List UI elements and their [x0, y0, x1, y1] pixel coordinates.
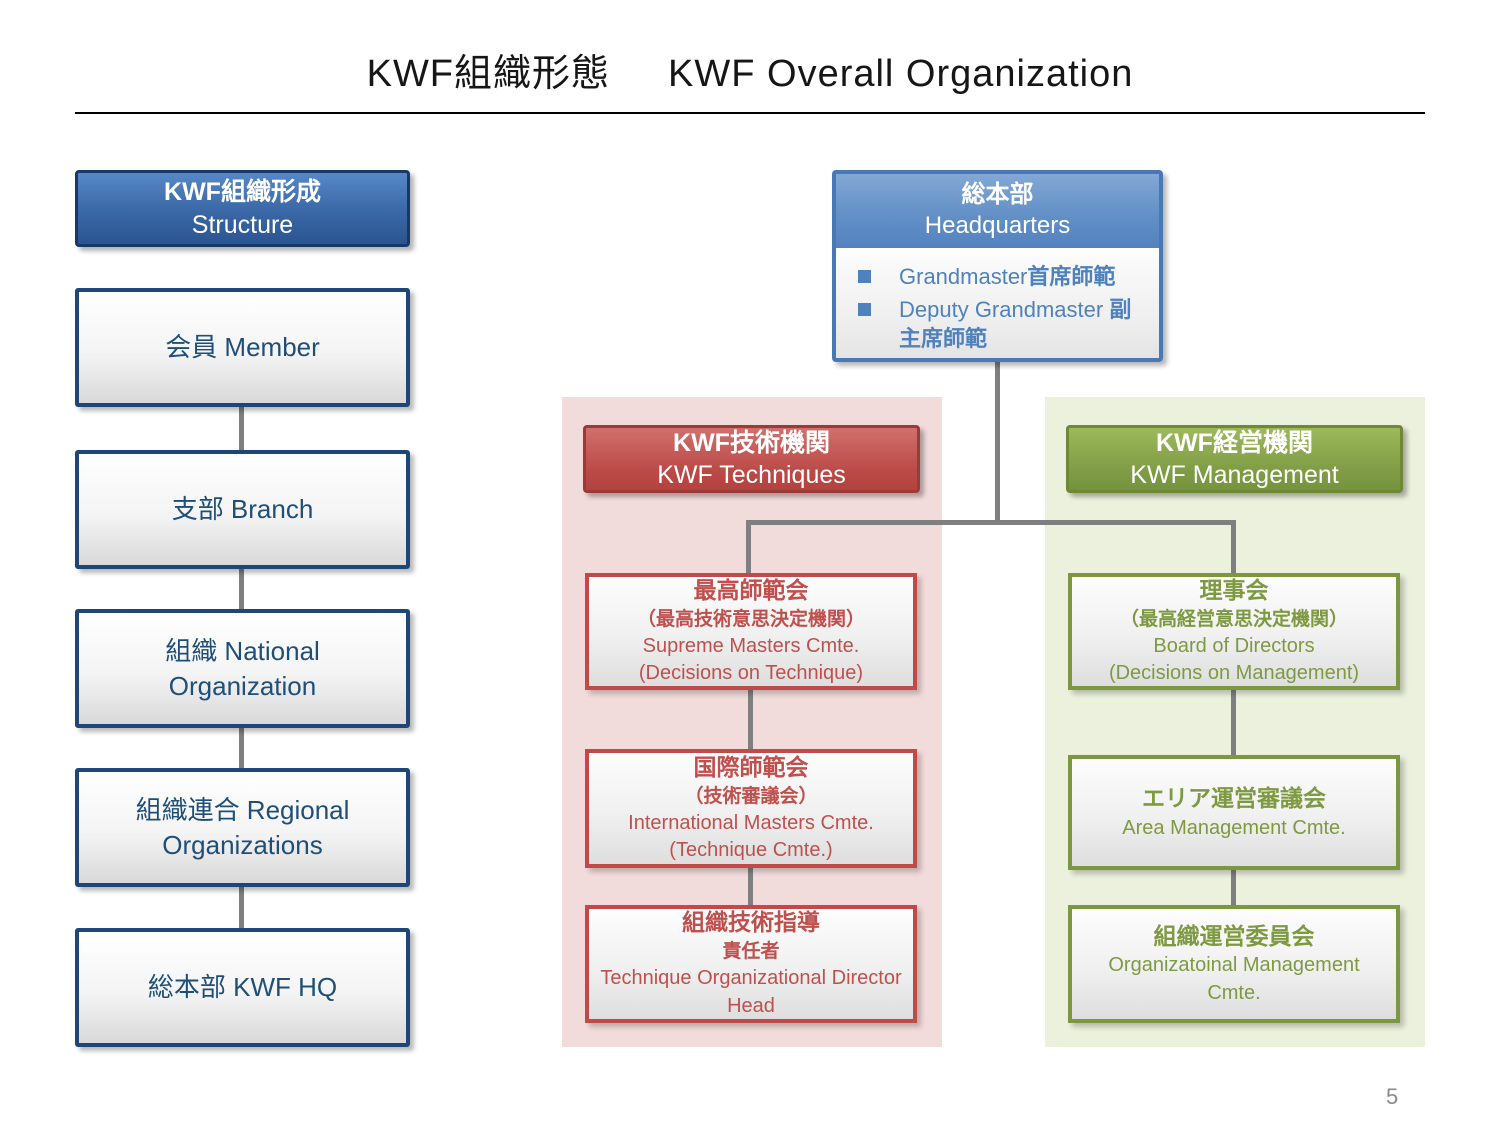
structure-header-jp: KWF組織形成 [164, 178, 321, 206]
headquarters-bullet-grandmaster: Grandmaster首席師範 [858, 262, 1149, 291]
slide-title: KWF組織形態 KWF Overall Organization [0, 42, 1500, 97]
supreme-masters-jp1: 最高師範会 [693, 576, 809, 603]
connector-hq-down [995, 360, 1000, 525]
supreme-masters-en1: Supreme Masters Cmte. [642, 634, 860, 657]
connector-drop-management [1231, 520, 1236, 575]
headquarters-bullet-deputy-grandmaster: Deputy Grandmaster 副主席師範 [858, 295, 1149, 353]
techniques-box-organizational-director: 組織技術指導 責任者 Technique Organizational Dire… [585, 905, 917, 1023]
connector-techniques-2-3 [748, 866, 753, 907]
techniques-box-supreme-masters: 最高師範会 （最高技術意思決定機関） Supreme Masters Cmte.… [585, 573, 917, 690]
management-box-organizational-management: 組織運営委員会 Organizatoinal Management Cmte. [1068, 905, 1400, 1023]
bullet-deputy-en: Deputy Grandmaster [899, 297, 1110, 323]
area-management-en1: Area Management Cmte. [1122, 816, 1346, 839]
connector-management-2-3 [1231, 868, 1236, 907]
headquarters-box: 総本部 Headquarters Grandmaster首席師範 Deputy … [832, 170, 1163, 362]
techniques-header-box: KWF技術機関 KWF Techniques [583, 425, 920, 493]
headquarters-title-en: Headquarters [924, 212, 1071, 240]
bullet-deputy-jp: 副主席師範 [899, 297, 1132, 352]
management-header-box: KWF経営機関 KWF Management [1066, 425, 1403, 493]
page-number: 5 [1386, 1084, 1399, 1109]
board-of-directors-jp1: 理事会 [1199, 576, 1269, 603]
connector-techniques-1-2 [748, 688, 753, 750]
headquarters-body: Grandmaster首席師範 Deputy Grandmaster 副主席師範 [836, 248, 1159, 358]
bullet-grandmaster-en: Grandmaster [899, 264, 1028, 290]
supreme-masters-jp2: （最高技術意思決定機関） [636, 608, 865, 630]
slide-title-en: KWF Overall Organization [668, 53, 1134, 95]
organizational-director-jp1: 組織技術指導 [682, 909, 820, 936]
management-box-area-management: エリア運営審議会 Area Management Cmte. [1068, 755, 1400, 870]
structure-box-member-label: 会員 Member [165, 332, 320, 363]
techniques-header-jp: KWF技術機関 [673, 428, 830, 457]
structure-header-box: KWF組織形成 Structure [75, 170, 410, 247]
structure-box-regional-organizations: 組織連合 Regional Organizations [75, 768, 410, 887]
headquarters-header: 総本部 Headquarters [836, 174, 1159, 249]
management-header-en: KWF Management [1130, 461, 1339, 489]
organizational-management-en1: Organizatoinal Management Cmte. [1108, 954, 1360, 1004]
organizational-director-jp2: 責任者 [722, 941, 780, 963]
international-masters-en1: International Masters Cmte. [628, 811, 874, 834]
headquarters-bullet-deputy-grandmaster-text: Deputy Grandmaster 副主席師範 [899, 295, 1149, 353]
board-of-directors-en1: Board of Directors [1153, 634, 1315, 657]
structure-box-kwf-hq-label: 総本部 KWF HQ [147, 972, 338, 1003]
bullet-square-icon [858, 270, 871, 284]
bullet-grandmaster-jp: 首席師範 [1027, 264, 1116, 290]
bullet-square-icon [858, 303, 871, 317]
organizational-management-jp1: 組織運営委員会 [1153, 922, 1315, 949]
techniques-box-international-masters: 国際師範会 （技術審議会） International Masters Cmte… [585, 749, 917, 868]
supreme-masters-en2: (Decisions on Technique) [638, 662, 864, 685]
structure-box-member: 会員 Member [75, 288, 410, 407]
international-masters-en2: (Technique Cmte.) [669, 839, 833, 862]
structure-box-branch-label: 支部 Branch [171, 494, 314, 525]
title-underline [75, 112, 1425, 114]
techniques-header-en: KWF Techniques [657, 461, 846, 489]
structure-box-national-organization: 組織 National Organization [75, 609, 410, 728]
connector-hq-horizontal [746, 520, 1236, 525]
area-management-jp1: エリア運営審議会 [1142, 784, 1326, 811]
structure-box-national-organization-label: 組織 National Organization [165, 636, 320, 701]
connector-branch-national [239, 567, 244, 611]
connector-member-branch [239, 406, 244, 452]
management-box-board-of-directors: 理事会 （最高経営意思決定機関） Board of Directors (Dec… [1068, 573, 1400, 690]
board-of-directors-jp2: （最高経営意思決定機関） [1119, 608, 1348, 630]
international-masters-jp1: 国際師範会 [693, 753, 809, 780]
organizational-director-en2: Head [727, 994, 775, 1017]
headquarters-bullet-grandmaster-text: Grandmaster首席師範 [899, 262, 1149, 291]
board-of-directors-en2: (Decisions on Management) [1108, 662, 1360, 685]
connector-management-1-2 [1231, 688, 1236, 755]
connector-regional-hq [239, 885, 244, 930]
structure-box-regional-organizations-label: 組織連合 Regional Organizations [135, 795, 350, 860]
organizational-director-en1: Technique Organizational Director [600, 967, 902, 990]
slide-title-jp: KWF組織形態 [366, 53, 611, 95]
connector-national-regional [239, 726, 244, 770]
international-masters-jp2: （技術審議会） [684, 785, 818, 807]
connector-drop-techniques [746, 520, 751, 575]
management-header-jp: KWF経営機関 [1156, 428, 1313, 457]
structure-header-en: Structure [191, 210, 294, 239]
structure-box-kwf-hq: 総本部 KWF HQ [75, 928, 410, 1047]
headquarters-title-jp: 総本部 [961, 181, 1034, 208]
structure-box-branch: 支部 Branch [75, 450, 410, 569]
